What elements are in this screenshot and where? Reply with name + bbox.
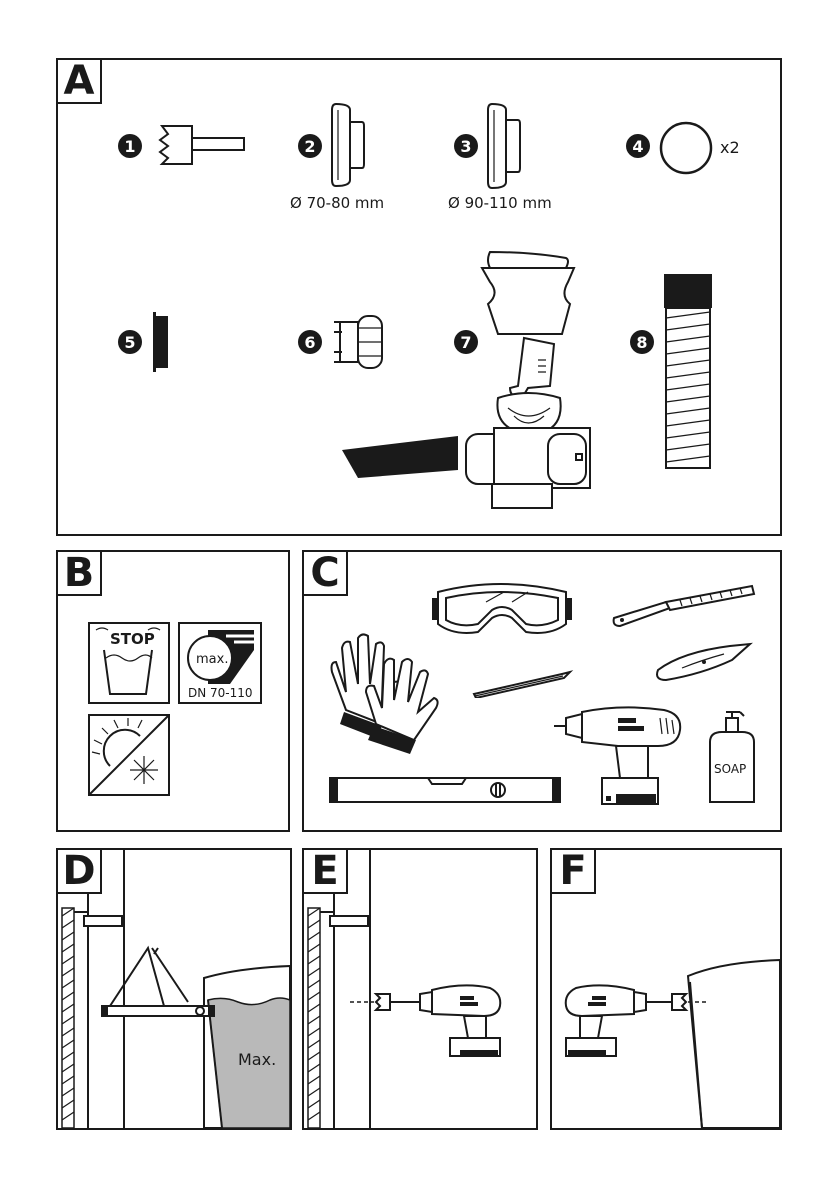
item-number-8: 8	[630, 330, 654, 354]
item-4-quantity-label: x2	[720, 138, 740, 157]
file-icon	[610, 582, 756, 628]
cover-cap-small-icon	[328, 100, 368, 190]
pencil-icon	[470, 668, 574, 698]
soap-bottle-icon	[704, 708, 760, 806]
hose-icon	[660, 272, 716, 472]
utility-knife-icon	[652, 640, 756, 684]
hole-saw-icon	[156, 120, 248, 170]
spirit-level-icon	[328, 774, 564, 806]
panel-letter-f: F	[550, 848, 596, 894]
gloves-icon	[322, 628, 442, 756]
panel-letter-d: D	[56, 848, 102, 894]
sun-snow-icon	[88, 714, 170, 796]
panel-letter-b: B	[56, 550, 102, 596]
cover-cap-large-icon	[484, 100, 524, 192]
item-number-5: 5	[118, 330, 142, 354]
vent-assembly-icon	[338, 248, 598, 512]
panel-letter-c: C	[302, 550, 348, 596]
panel-letter-e: E	[302, 848, 348, 894]
item-number-6: 6	[298, 330, 322, 354]
soap-label: SOAP	[714, 762, 746, 776]
gasket-strip-icon	[150, 310, 174, 374]
item-3-diameter-label: Ø 90-110 mm	[448, 194, 552, 212]
max-fill-label: Max.	[238, 1050, 276, 1069]
panel-letter-a: A	[56, 58, 102, 104]
item-2-diameter-label: Ø 70-80 mm	[290, 194, 384, 212]
dn-size-label: DN 70-110	[188, 686, 253, 700]
goggles-icon	[430, 578, 574, 646]
item-number-2: 2	[298, 134, 322, 158]
stop-label: STOP	[110, 630, 155, 648]
item-number-4: 4	[626, 134, 650, 158]
item-number-1: 1	[118, 134, 142, 158]
max-pipe-label: max.	[196, 652, 228, 667]
sealing-ring-icon	[656, 118, 716, 178]
drill-icon	[552, 704, 686, 808]
item-number-3: 3	[454, 134, 478, 158]
